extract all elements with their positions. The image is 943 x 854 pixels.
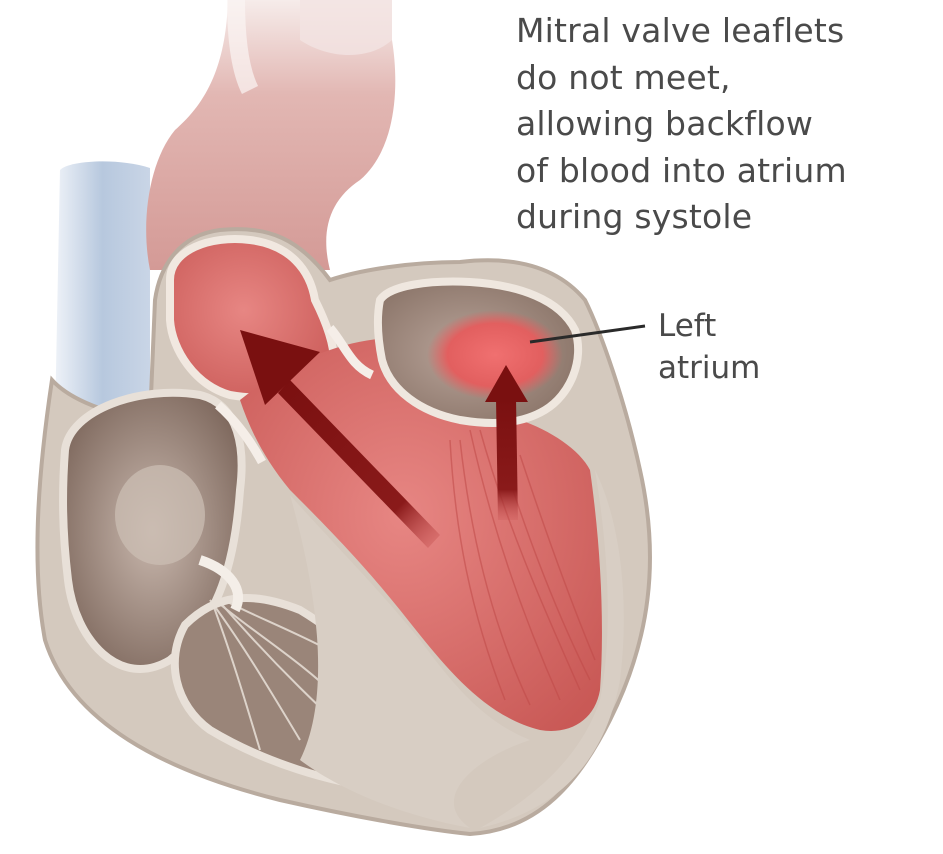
- left-atrium-label-line-1: Left: [658, 305, 760, 347]
- left-atrium-label-line-2: atrium: [658, 347, 760, 389]
- caption-line-3: allowing backflow: [516, 101, 847, 148]
- right-atrium-light: [115, 465, 205, 565]
- vena-cava: [55, 161, 150, 420]
- mitral-valve-caption: Mitral valve leaflets do not meet, allow…: [516, 8, 847, 241]
- caption-line-4: of blood into atrium: [516, 148, 847, 195]
- left-atrium-label: Left atrium: [658, 305, 760, 389]
- caption-line-1: Mitral valve leaflets: [516, 8, 847, 55]
- aorta-branch: [300, 0, 392, 55]
- caption-line-2: do not meet,: [516, 55, 847, 102]
- caption-line-5: during systole: [516, 194, 847, 241]
